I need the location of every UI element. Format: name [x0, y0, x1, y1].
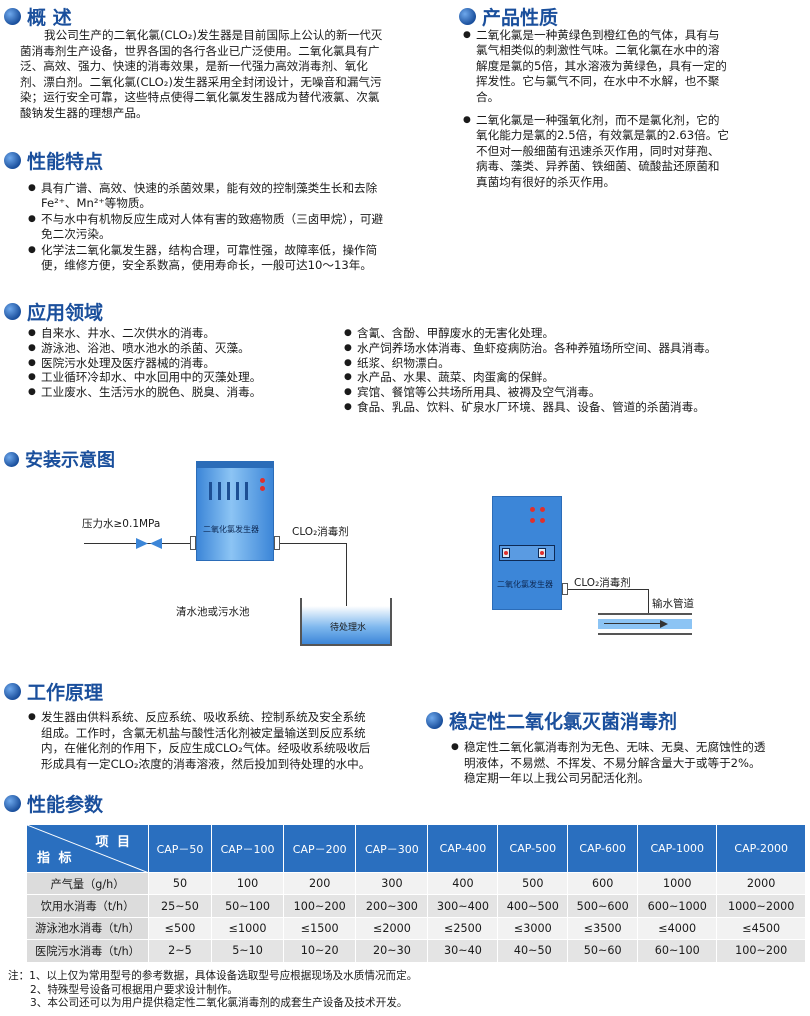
overview-text: 我公司生产的二氧化氯(CLO₂)发生器是目前国际上公认的新一代灭 菌消毒剂生产设…: [20, 28, 438, 122]
list-item: 具有广谱、高效、快速的杀菌效果，能有效的控制藻类生长和去除Fe²⁺、Mn²⁺等物…: [28, 181, 448, 212]
list-item: 二氧化氯是一种黄绿色到橙红色的气体，具有与氯气相类似的刺激性气味。二氧化氯在水中…: [463, 28, 793, 105]
principle-heading: 工作原理: [4, 678, 103, 705]
generator-label: 二氧化氯发生器: [203, 525, 259, 534]
principle-title: 工作原理: [27, 682, 104, 704]
principle-text: 发生器由供料系统、反应系统、吸收系统、控制系统及安全系统组成。工作时，含氯无机盐…: [28, 710, 428, 772]
note-line: 注：1、以上仅为常用型号的参考数据，具体设备选取型号应根据现场及水质情况而定。: [8, 970, 418, 982]
list-item: 医院污水处理及医疗器械的消毒。: [28, 356, 348, 371]
applications-heading: 应用领域: [4, 298, 103, 325]
list-item: 宾馆、餐馆等公共场所用具、被褥及空气消毒。: [344, 385, 804, 400]
table-corner-header: 项 目 指 标: [26, 824, 149, 873]
model-header: CAP-500: [497, 824, 569, 873]
overview-line: 剂、漂白剂。二氧化氯(CLO₂)发生器采用全封闭设计，无噪音和漏气污: [20, 74, 382, 89]
model-header: CAP－200: [283, 824, 357, 873]
list-item: 游泳池、浴池、喷水池水的杀菌、灭藻。: [28, 341, 348, 356]
generator-tank-2: 二氧化氯发生器: [492, 496, 562, 610]
model-header: CAP-400: [427, 824, 499, 873]
params-title: 性能参数: [27, 794, 104, 816]
stable-text: 稳定性二氧化氯消毒剂为无色、无味、无臭、无腐蚀性的透明液体，不易燃、不挥发、不易…: [451, 740, 803, 787]
properties-title: 产品性质: [482, 7, 559, 29]
features-list: 具有广谱、高效、快速的杀菌效果，能有效的控制藻类生长和去除Fe²⁺、Mn²⁺等物…: [28, 181, 448, 273]
generator2-label: 二氧化氯发生器: [497, 580, 553, 589]
bullet-dot-icon: [4, 152, 21, 169]
overview-line: 酸钠发生器的理想产品。: [20, 105, 148, 120]
params-heading: 性能参数: [4, 790, 103, 817]
pool-label: 清水池或污水池: [176, 606, 250, 618]
list-item: 自来水、井水、二次供水的消毒。: [28, 326, 348, 341]
model-header: CAP－50: [148, 824, 212, 873]
model-header: CAP-1000: [637, 824, 718, 873]
overview-line: 染；运行安全可靠，这些特点使得二氧化氯发生器成为替代液氯、次氯: [20, 90, 380, 105]
bullet-dot-icon: [459, 8, 476, 25]
valve-icon: [136, 538, 162, 549]
header-item-label: 项 目: [95, 835, 132, 850]
bullet-dot-icon: [4, 451, 19, 467]
list-item: 水产品、水果、蔬菜、肉蛋禽的保鲜。: [344, 370, 804, 385]
properties-heading: 产品性质: [459, 3, 558, 30]
applications-left-list: 自来水、井水、二次供水的消毒。 游泳池、浴池、喷水池水的杀菌、灭藻。 医院污水处…: [28, 326, 348, 400]
pool: 待处理水: [300, 598, 392, 646]
stable-heading: 稳定性二氧化氯灭菌消毒剂: [426, 707, 677, 734]
model-header: CAP-2000: [716, 824, 806, 873]
bullet-dot-icon: [4, 303, 21, 320]
model-header: CAP－100: [210, 824, 285, 873]
install-heading: 安装示意图: [4, 446, 115, 472]
overview-heading: 概 述: [4, 3, 72, 30]
note-line: 2、特殊型号设备可根据用户要求设计制作。: [30, 983, 239, 996]
bullet-dot-icon: [426, 712, 443, 729]
water-pipe: [598, 613, 692, 635]
pressure-label: 压力水≥0.1MPa: [82, 518, 161, 530]
arrow-right-icon: [660, 620, 668, 628]
list-item: 水产饲养场水体消毒、鱼虾疫病防治。各种养殖场所空间、器具消毒。: [344, 341, 804, 356]
model-header: CAP－300: [355, 824, 429, 873]
diagonal-line: [27, 825, 149, 873]
overview-line: 我公司生产的二氧化氯(CLO₂)发生器是目前国际上公认的新一代灭: [44, 28, 383, 42]
list-item: 化学法二氧化氯发生器，结构合理，可靠性强，故障率低，操作简便，维修方便，安全系数…: [28, 243, 448, 274]
bullet-dot-icon: [4, 795, 21, 812]
features-title: 性能特点: [27, 151, 104, 173]
table-row: 游泳池水消毒（t/h） ≤500≤1000≤1500 ≤2000≤2500≤30…: [26, 916, 806, 941]
list-item: 发生器由供料系统、反应系统、吸收系统、控制系统及安全系统组成。工作时，含氯无机盐…: [28, 710, 428, 772]
list-item: 食品、乳品、饮料、矿泉水厂环境、器具、设备、管道的杀菌消毒。: [344, 400, 804, 415]
list-item: 稳定性二氧化氯消毒剂为无色、无味、无臭、无腐蚀性的透明液体，不易燃、不挥发、不易…: [451, 740, 803, 787]
stable-title: 稳定性二氧化氯灭菌消毒剂: [449, 711, 678, 733]
params-table: 项 目 指 标 CAP－50 CAP－100 CAP－200 CAP－300 C…: [26, 824, 806, 963]
features-heading: 性能特点: [4, 147, 103, 174]
outlet2-label: CLO₂消毒剂: [574, 577, 631, 589]
bullet-dot-icon: [4, 683, 21, 700]
install-title: 安装示意图: [25, 450, 115, 471]
pipe-label: 输水管道: [652, 598, 694, 610]
list-item: 含氰、含酚、甲醇废水的无害化处理。: [344, 326, 804, 341]
generator-tank: 二氧化氯发生器: [196, 461, 274, 561]
list-item: 工业循环冷却水、中水回用中的灭藻处理。: [28, 370, 348, 385]
model-header: CAP-600: [567, 824, 639, 873]
overview-line: 泛、高效、强力、快速的消毒效果，是新一代强力高效消毒剂、氧化: [20, 59, 368, 74]
properties-list: 二氧化氯是一种黄绿色到橙红色的气体，具有与氯气相类似的刺激性气味。二氧化氯在水中…: [463, 28, 793, 190]
note-line: 3、本公司还可以为用户提供稳定性二氧化氯消毒剂的成套生产设备及技术开发。: [30, 997, 408, 1010]
overview-title: 概 述: [27, 7, 72, 29]
outlet-label: CLO₂消毒剂: [292, 526, 349, 538]
applications-title: 应用领域: [27, 302, 104, 324]
notes: 注：1、以上仅为常用型号的参考数据，具体设备选取型号应根据现场及水质情况而定。 …: [8, 970, 798, 1011]
list-item: 纸浆、织物漂白。: [344, 356, 804, 371]
list-item: 二氧化氯是一种强氧化剂，而不是氯化剂，它的氧化能力是氯的2.5倍，有效氯是氯的2…: [463, 113, 793, 190]
header-index-label: 指 标: [37, 851, 74, 866]
overview-line: 菌消毒剂生产设备，世界各国的各行各业已广泛使用。二氧化氯具有广: [20, 43, 380, 58]
bullet-dot-icon: [4, 8, 21, 25]
water-label: 待处理水: [330, 623, 367, 633]
applications-right-list: 含氰、含酚、甲醇废水的无害化处理。 水产饲养场水体消毒、鱼虾疫病防治。各种养殖场…: [344, 326, 804, 415]
list-item: 工业废水、生活污水的脱色、脱臭、消毒。: [28, 385, 348, 400]
